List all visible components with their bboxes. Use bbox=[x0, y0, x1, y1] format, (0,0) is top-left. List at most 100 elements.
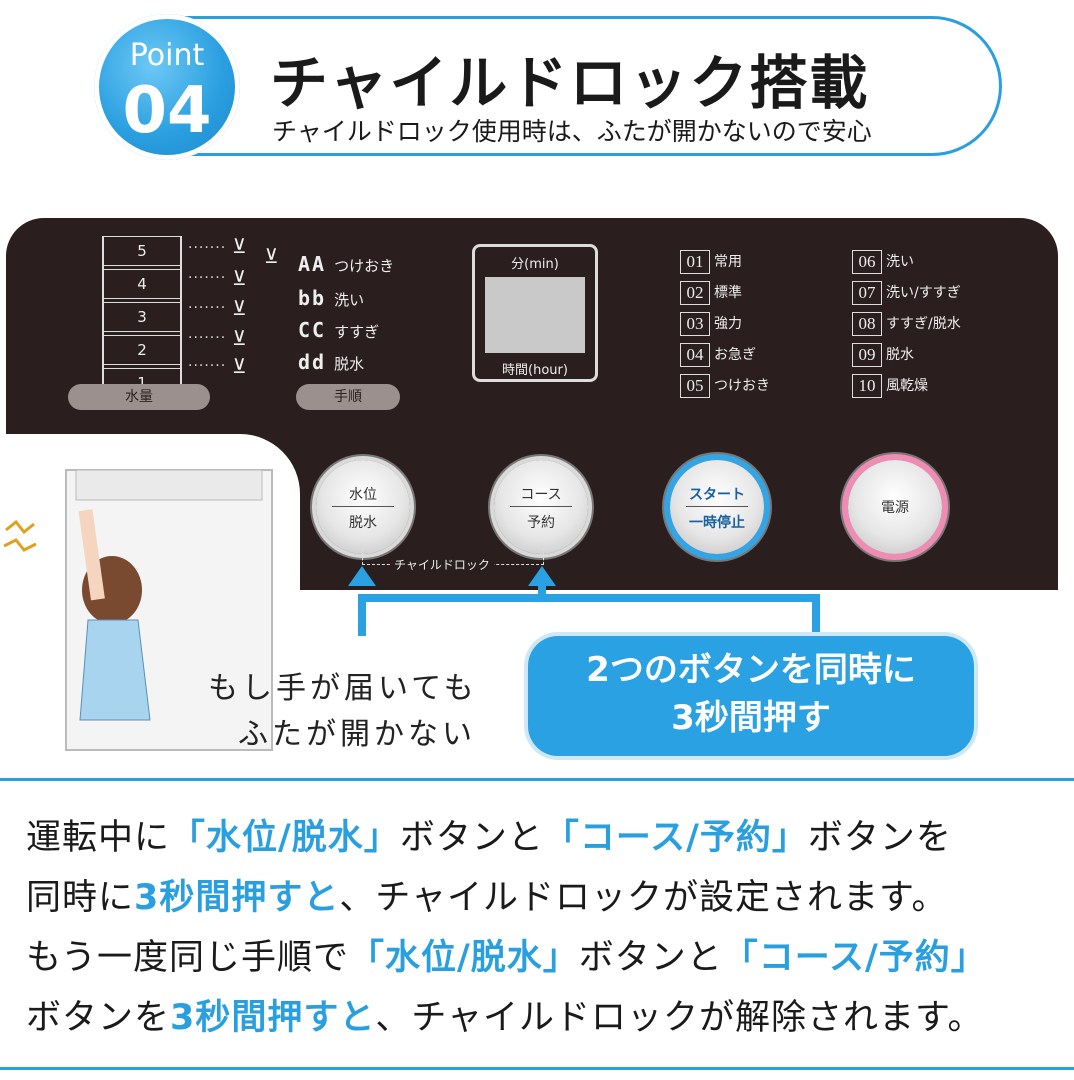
water-level-scale: 5 4 3 2 1 bbox=[102, 236, 182, 401]
dotted-leader: ······· bbox=[188, 240, 227, 256]
course-label: 洗い bbox=[886, 254, 914, 270]
alert-lines-icon bbox=[3, 519, 37, 552]
page-subtitle: チャイルドロック使用時は、ふたが開かないので安心 bbox=[272, 117, 872, 146]
course-label: 洗い/すすぎ bbox=[886, 285, 961, 301]
course-label: 常用 bbox=[714, 254, 742, 270]
child-body bbox=[79, 619, 151, 721]
arrow-up-icon bbox=[348, 566, 376, 586]
highlight-run: 3秒間押すと bbox=[134, 878, 340, 918]
course-number: 07 bbox=[852, 281, 882, 305]
button-divider bbox=[686, 506, 748, 507]
water-level-row: 4 bbox=[104, 269, 180, 299]
course-number: 06 bbox=[852, 250, 882, 274]
page-title: チャイルドロック搭載 bbox=[270, 49, 870, 117]
time-display: 分(min) 時間(hour) bbox=[472, 244, 598, 382]
course-number: 04 bbox=[680, 343, 710, 367]
course-label: 風乾燥 bbox=[886, 378, 928, 394]
button-divider bbox=[332, 506, 394, 507]
description-frame bbox=[0, 778, 1074, 1070]
description-line4: ボタンを3秒間押すと、チャイルドロックが解除されます。 bbox=[26, 988, 1066, 1048]
tub-level-icon: ⊻ bbox=[232, 326, 247, 350]
power-button[interactable]: 電源 bbox=[848, 460, 942, 554]
step-code: CC bbox=[298, 318, 327, 342]
course-number: 05 bbox=[680, 374, 710, 398]
handwritten-line2: ふたが開かない bbox=[238, 717, 476, 752]
water-spin-button[interactable]: 水位 脱水 bbox=[316, 460, 410, 554]
callout-box: 2つのボタンを同時に 3秒間押す bbox=[528, 636, 974, 756]
course-label: つけおき bbox=[714, 378, 770, 394]
tub-level-icon: ⊻ bbox=[232, 354, 247, 378]
text-run: ボタンと bbox=[578, 938, 723, 978]
course-label: 標準 bbox=[714, 285, 742, 301]
description-text: 運転中に「水位/脱水」ボタンと「コース/予約」ボタンを 同時に3秒間押すと、チャ… bbox=[26, 808, 1066, 1048]
text-run: ボタンと bbox=[399, 818, 544, 858]
button-bottom-label: 脱水 bbox=[349, 515, 377, 531]
button-divider bbox=[510, 506, 572, 507]
washer-lid bbox=[75, 469, 263, 501]
text-run: ボタンを bbox=[26, 998, 171, 1038]
dotted-leader: ······· bbox=[188, 300, 227, 316]
highlight-run: 「コース/予約」 bbox=[543, 818, 808, 858]
course-label: 脱水 bbox=[886, 347, 914, 363]
dotted-leader: ······· bbox=[188, 358, 227, 374]
text-run: 同時に bbox=[26, 878, 135, 918]
description-line1: 運転中に「水位/脱水」ボタンと「コース/予約」ボタンを bbox=[26, 808, 1066, 868]
step-label: 脱水 bbox=[334, 355, 365, 373]
course-label: 強力 bbox=[714, 316, 742, 332]
point-badge: Point 04 bbox=[94, 14, 240, 160]
course-number: 10 bbox=[852, 374, 882, 398]
washer-child-illustration bbox=[3, 469, 273, 751]
header-frame bbox=[112, 16, 1002, 156]
button-top-label: コース bbox=[520, 487, 562, 503]
button-bottom-label: 予約 bbox=[527, 515, 555, 531]
text-run: 、チャイルドロックが解除されます。 bbox=[375, 998, 984, 1038]
step-spin: dd 脱水 bbox=[298, 350, 364, 374]
description-line3: もう一度同じ手順で「水位/脱水」ボタンと「コース/予約」 bbox=[26, 928, 1066, 988]
arrow-up-icon bbox=[528, 566, 556, 586]
course-number: 02 bbox=[680, 281, 710, 305]
display-hours-label: 時間(hour) bbox=[502, 363, 568, 378]
start-pause-button[interactable]: スタート 一時停止 bbox=[670, 460, 764, 554]
course-number: 03 bbox=[680, 312, 710, 336]
tub-level-icon: ⊻ bbox=[232, 234, 247, 258]
step-code: AA bbox=[298, 252, 327, 276]
child-arm bbox=[78, 509, 105, 601]
tub-level-icon: ⊻ bbox=[232, 296, 247, 320]
display-minutes-label: 分(min) bbox=[511, 257, 559, 272]
water-level-row: 5 bbox=[104, 236, 180, 266]
description-line2: 同時に3秒間押すと、チャイルドロックが設定されます。 bbox=[26, 868, 1066, 928]
arrow-path bbox=[358, 594, 820, 638]
highlight-run: 「水位/脱水」 bbox=[170, 818, 400, 858]
callout-line2: 3秒間押す bbox=[671, 698, 831, 738]
text-run: もう一度同じ手順で bbox=[26, 938, 349, 978]
course-number: 09 bbox=[852, 343, 882, 367]
power-label: 電源 bbox=[881, 500, 909, 516]
highlight-run: 3秒間押すと bbox=[170, 998, 376, 1038]
highlight-run: 「水位/脱水」 bbox=[348, 938, 579, 978]
child-lock-label: チャイルドロック bbox=[390, 556, 494, 573]
point-label: Point bbox=[129, 38, 205, 73]
course-timer-button[interactable]: コース 予約 bbox=[494, 460, 588, 554]
step-label: つけおき bbox=[334, 257, 395, 275]
button-top-label: 水位 bbox=[349, 487, 377, 503]
course-number: 01 bbox=[680, 250, 710, 274]
handwritten-note: もし手が届いても ふたが開かない bbox=[208, 666, 518, 758]
arrow-connector bbox=[348, 566, 820, 638]
handwritten-line1: もし手が届いても bbox=[208, 671, 478, 706]
tub-level-icon: ⊻ bbox=[264, 244, 279, 268]
text-run: 運転中に bbox=[26, 818, 171, 858]
steps-label: 手順 bbox=[296, 384, 400, 410]
course-number: 08 bbox=[852, 312, 882, 336]
step-soak: AA つけおき bbox=[298, 252, 394, 276]
step-code: dd bbox=[298, 350, 327, 374]
callout-line1: 2つのボタンを同時に bbox=[586, 650, 916, 690]
